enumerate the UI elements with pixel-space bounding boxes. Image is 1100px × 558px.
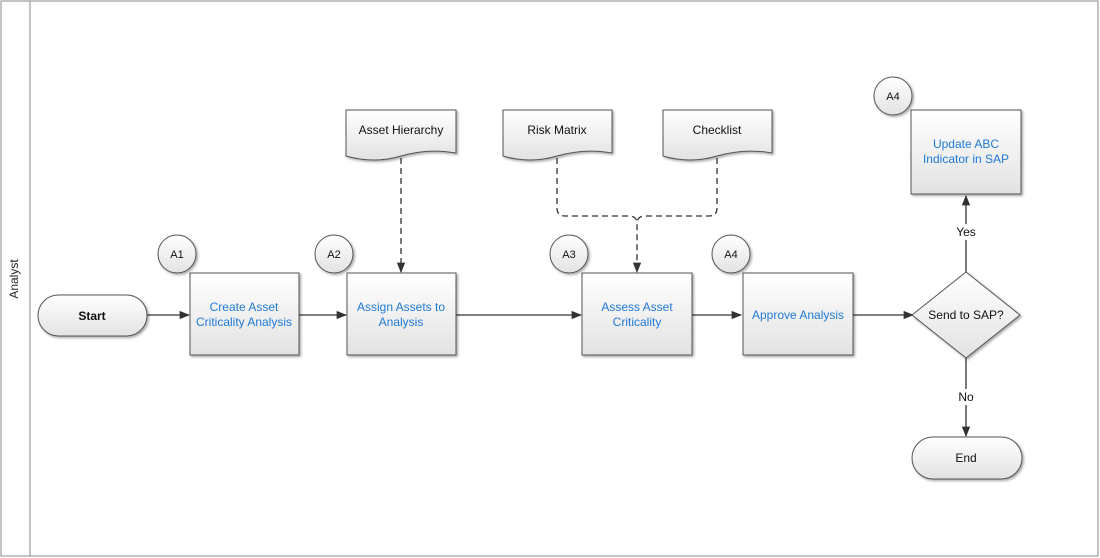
step-a2-label-line2: Analysis bbox=[379, 315, 424, 329]
step-a3-label-line1: Assess Asset bbox=[601, 300, 673, 314]
step-a1-label-line1: Create Asset bbox=[210, 300, 279, 314]
document-risk-matrix-label: Risk Matrix bbox=[527, 123, 586, 137]
step-a3-label-line2: Criticality bbox=[613, 315, 662, 329]
badge-a3: A3 bbox=[549, 234, 589, 274]
step-a2-label-line1: Assign Assets to bbox=[357, 300, 445, 314]
decision-yes-label: Yes bbox=[956, 225, 976, 239]
badge-a4-update-label: A4 bbox=[886, 91, 899, 103]
start-terminal[interactable]: Start bbox=[37, 294, 148, 337]
step-a1-label-line2: Criticality Analysis bbox=[196, 315, 292, 329]
swimlane-label: Analyst bbox=[7, 259, 21, 299]
connector-risk-matrix bbox=[556, 158, 642, 274]
start-label: Start bbox=[78, 309, 105, 323]
decision-label: Send to SAP? bbox=[928, 308, 1004, 322]
end-label: End bbox=[955, 451, 976, 465]
yes-label-bg bbox=[953, 224, 979, 240]
step-a4-update-sap[interactable]: Update ABC Indicator in SAP bbox=[910, 109, 1022, 195]
step-a4-update-label-line2: Indicator in SAP bbox=[923, 152, 1009, 166]
document-connectors bbox=[396, 158, 718, 274]
document-checklist-label: Checklist bbox=[693, 123, 742, 137]
badge-a4-approve: A4 bbox=[711, 234, 751, 274]
step-a2[interactable]: Assign Assets to Analysis bbox=[346, 272, 457, 356]
step-a4-label: Approve Analysis bbox=[752, 308, 844, 322]
badge-a3-label: A3 bbox=[562, 249, 575, 261]
end-terminal[interactable]: End bbox=[911, 436, 1023, 480]
no-label-bg bbox=[955, 389, 977, 405]
document-checklist[interactable]: Checklist bbox=[662, 109, 773, 161]
connector-checklist bbox=[636, 158, 718, 225]
badge-a2: A2 bbox=[314, 234, 354, 274]
badge-a4-approve-label: A4 bbox=[724, 249, 737, 261]
badge-a1: A1 bbox=[157, 234, 197, 274]
decision-no-label: No bbox=[958, 390, 974, 404]
badge-a4-update: A4 bbox=[873, 76, 913, 116]
document-risk-matrix[interactable]: Risk Matrix bbox=[502, 109, 613, 161]
document-asset-hierarchy[interactable]: Asset Hierarchy bbox=[345, 109, 457, 161]
badge-a1-label: A1 bbox=[170, 249, 183, 261]
step-a4-approve[interactable]: Approve Analysis bbox=[742, 272, 854, 356]
document-asset-hierarchy-label: Asset Hierarchy bbox=[359, 123, 444, 137]
step-a1[interactable]: Create Asset Criticality Analysis bbox=[189, 272, 300, 356]
badge-a2-label: A2 bbox=[327, 249, 340, 261]
decision-send-to-sap[interactable]: Send to SAP? bbox=[911, 271, 1021, 359]
step-a4-update-label-line1: Update ABC bbox=[933, 137, 999, 151]
step-a3[interactable]: Assess Asset Criticality bbox=[581, 272, 693, 356]
